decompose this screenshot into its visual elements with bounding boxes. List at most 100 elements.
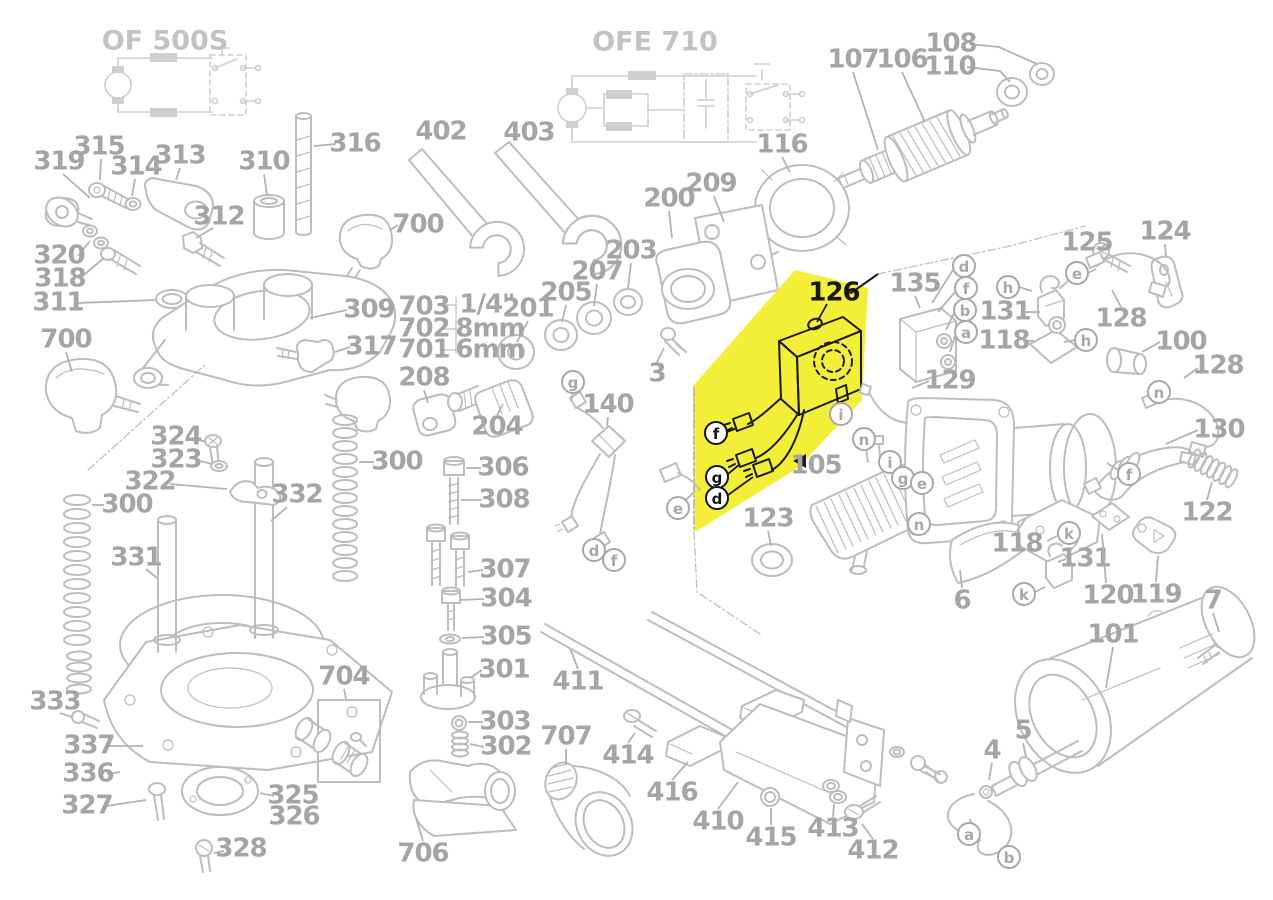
- part-label-110: 110: [924, 52, 975, 82]
- part-label-331: 331: [110, 543, 161, 573]
- part-label-702: 702: [398, 314, 449, 344]
- callout-letter-f: f: [602, 548, 626, 572]
- svg-text:a: a: [961, 324, 971, 342]
- callout-letter-g: g: [705, 465, 729, 489]
- leader-line: [77, 299, 156, 304]
- part-label-312: 312: [193, 202, 244, 232]
- part-label-704: 704: [318, 662, 369, 692]
- leader-line: [99, 158, 102, 181]
- leader-line: [1046, 535, 1058, 542]
- svg-text:k: k: [1064, 525, 1075, 543]
- leader-line: [727, 476, 754, 496]
- part-label-129: 129: [924, 366, 975, 396]
- leader-line: [1022, 742, 1027, 758]
- leader-line: [959, 569, 963, 589]
- part-label-128: 128: [1192, 351, 1243, 381]
- cable-140-drawing: [554, 384, 626, 549]
- part-label-332: 332: [271, 480, 322, 510]
- leader-line: [1097, 244, 1106, 251]
- leader-line: [901, 71, 926, 123]
- svg-text:i: i: [838, 406, 843, 424]
- leader-line: [1034, 586, 1046, 593]
- part-label-209: 209: [685, 169, 736, 199]
- part-label-301: 301: [478, 655, 529, 685]
- svg-text:n: n: [914, 516, 925, 534]
- svg-text:d: d: [959, 258, 970, 276]
- leader-line: [570, 392, 574, 402]
- svg-text:b: b: [1004, 849, 1015, 867]
- callout-letter-h: h: [1074, 328, 1098, 352]
- svg-text:d: d: [589, 542, 600, 560]
- part-label-319: 319: [33, 147, 84, 177]
- part-label-410: 410: [692, 807, 743, 837]
- leader-line: [65, 351, 73, 373]
- part-label-308: 308: [478, 485, 529, 515]
- part-label-128: 128: [1095, 304, 1146, 334]
- wiring-schematic-of500s: [104, 47, 262, 117]
- part-label-131: 131: [979, 297, 1030, 327]
- leader-line: [423, 389, 429, 404]
- part-label-315: 315: [73, 132, 124, 162]
- leader-line: [1016, 517, 1027, 532]
- base-assembly-drawings: [63, 364, 393, 873]
- leader-line: [195, 459, 213, 465]
- svg-text:e: e: [1072, 265, 1082, 283]
- leader-line: [459, 598, 485, 601]
- leader-line: [949, 335, 956, 353]
- leader-line: [861, 823, 874, 840]
- leader-line: [937, 291, 956, 313]
- leader-line: [627, 262, 632, 289]
- part-label-119: 119: [1130, 580, 1181, 610]
- part-label-101: 101: [1087, 620, 1138, 650]
- depth-stop-parts-drawings: [420, 456, 476, 758]
- callout-letter-f: f: [1117, 462, 1141, 486]
- callout-letter-d: d: [705, 486, 729, 510]
- leader-line: [1206, 481, 1213, 501]
- leader-line: [389, 224, 399, 231]
- leader-line: [169, 483, 228, 490]
- part-label-6: 6: [953, 586, 970, 616]
- leader-line: [627, 732, 636, 744]
- part-label-130: 130: [1193, 415, 1244, 445]
- leader-line: [309, 309, 348, 319]
- leader-line: [931, 269, 954, 304]
- svg-text:e: e: [917, 475, 927, 493]
- leader-line: [334, 346, 351, 353]
- part-label-304: 304: [480, 584, 531, 614]
- leader-line: [767, 530, 772, 547]
- callout-letter-a: a: [957, 822, 981, 846]
- part-label-310: 310: [238, 147, 289, 177]
- svg-text:h: h: [1081, 332, 1092, 350]
- svg-text:i: i: [887, 454, 892, 472]
- part-label-100: 100: [1155, 327, 1206, 357]
- callout-letter-n: n: [1147, 380, 1171, 404]
- part-label-701: 701: [398, 335, 449, 365]
- svg-text:g: g: [568, 374, 579, 392]
- part-label-125: 125: [1061, 228, 1112, 258]
- part-label-207: 207: [571, 257, 622, 287]
- leader-line: [59, 712, 73, 718]
- part-label-326: 326: [268, 802, 319, 832]
- leader-line: [781, 156, 791, 173]
- part-label-325: 325: [267, 781, 318, 811]
- part-label-200: 200: [643, 184, 694, 214]
- leader-line: [914, 295, 921, 309]
- leader-line: [145, 568, 158, 579]
- part-label-7: 7: [1204, 586, 1221, 616]
- leader-line: [685, 491, 695, 501]
- part-label-208: 208: [398, 363, 449, 393]
- part-label-123: 123: [742, 504, 793, 534]
- part-label-118: 118: [978, 326, 1029, 356]
- leader-line: [816, 303, 828, 323]
- leader-line: [671, 761, 689, 781]
- leader-line: [727, 463, 741, 475]
- callout-letter-f: f: [704, 421, 728, 445]
- part-label-402: 402: [415, 117, 466, 147]
- part-label-116: 116: [756, 130, 807, 160]
- part-label-135: 135: [889, 269, 940, 299]
- part-label-126: 126: [808, 278, 859, 308]
- part-label-700: 700: [392, 210, 443, 240]
- leader-line: [966, 66, 1011, 83]
- leader-line: [78, 257, 105, 280]
